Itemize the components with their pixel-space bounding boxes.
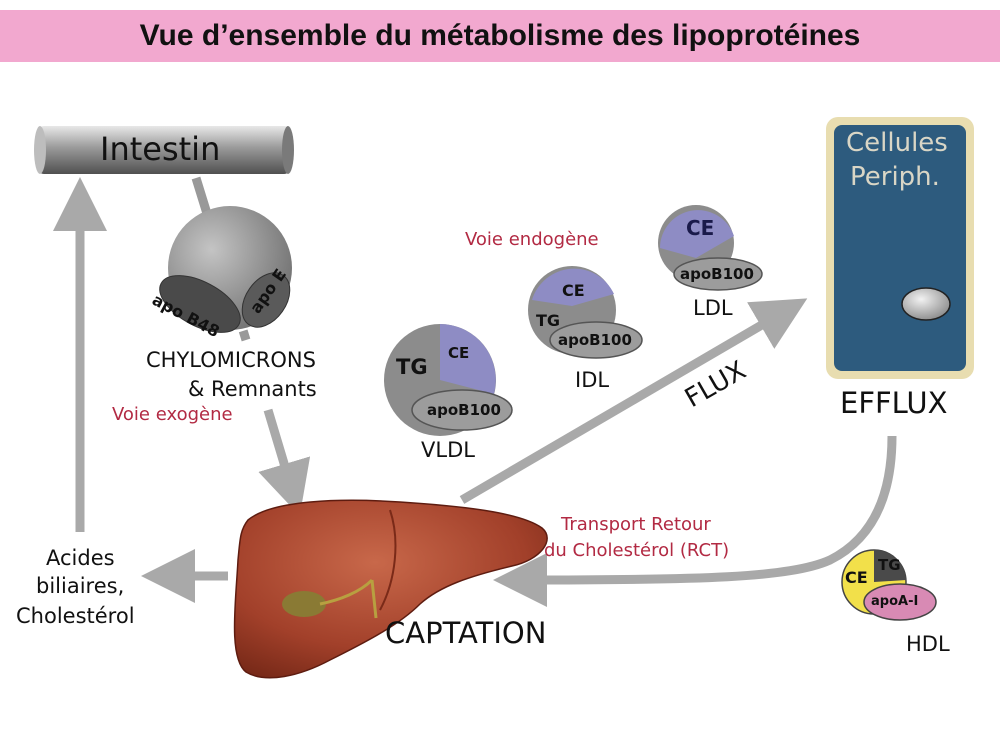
hdl-ce-label: CE: [845, 568, 868, 587]
peripheral-cell: [826, 117, 974, 379]
vldl-name-label: VLDL: [421, 438, 475, 462]
vldl-particle: [384, 324, 513, 436]
ldl-apo-label: apoB100: [680, 265, 754, 283]
remnants-label: & Remnants: [188, 377, 317, 401]
rct-arrow: [493, 435, 897, 607]
cell-nucleus: [901, 287, 951, 321]
acides-label-line1: Acides: [46, 546, 115, 570]
flux-arrow: [459, 298, 808, 504]
captation-label: CAPTATION: [385, 616, 547, 650]
efflux-label: EFFLUX: [840, 386, 948, 420]
intestin-tube: [34, 126, 294, 174]
vldl-apo-label: apoB100: [427, 401, 501, 419]
voie-endogene-label: Voie endogène: [465, 229, 599, 250]
rct-label-line2: du Cholestérol (RCT): [544, 540, 730, 561]
ldl-ce-label: CE: [686, 216, 715, 240]
chylomicron-particle: [159, 206, 292, 333]
hdl-apo-label: apoA-I: [871, 594, 919, 609]
idl-name-label: IDL: [575, 368, 610, 392]
rct-label-line1: Transport Retour: [561, 514, 711, 535]
cellules-label-line1: Cellules: [846, 128, 948, 158]
hdl-tg-label: TG: [878, 556, 901, 574]
hdl-particle: [841, 549, 937, 621]
vldl-tg-label: TG: [396, 355, 428, 379]
liver-illustration: [233, 499, 548, 679]
idl-apo-label: apoB100: [558, 331, 632, 349]
vldl-ce-label: CE: [448, 344, 470, 362]
idl-tg-label: TG: [536, 311, 561, 330]
idl-particle: [528, 266, 643, 359]
acides-label-line2: biliaires,: [36, 574, 125, 598]
cellules-label-line2: Periph.: [850, 162, 940, 192]
ldl-particle: [658, 205, 763, 291]
hdl-name-label: HDL: [906, 632, 950, 656]
chylomicron-to-liver-arrow: [258, 408, 311, 516]
chylomicrons-label: CHYLOMICRONS: [146, 348, 316, 372]
idl-ce-label: CE: [562, 281, 585, 300]
intestin-label: Intestin: [100, 130, 221, 168]
voie-exogene-label: Voie exogène: [112, 404, 233, 425]
ldl-name-label: LDL: [693, 296, 733, 320]
title-banner: [0, 10, 1000, 62]
page-title: Vue d’ensemble du métabolisme des lipopr…: [139, 19, 861, 52]
acides-label-line3: Cholestérol: [16, 604, 135, 628]
